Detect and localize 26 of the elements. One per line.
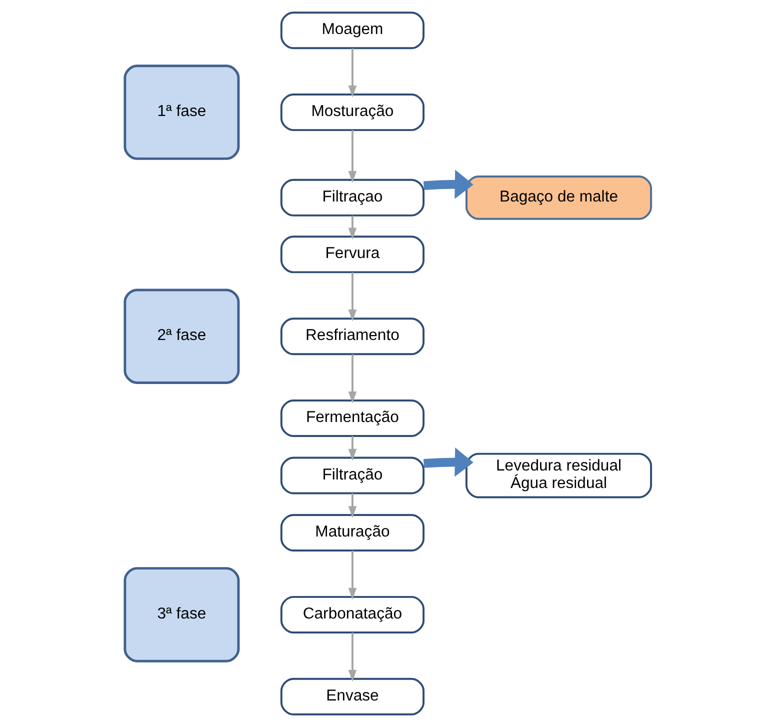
node-box: Filtraçao [280,178,425,216]
node-box: Maturação [280,514,425,552]
node-box: 3ª fase [124,567,240,662]
arrow [348,493,357,518]
node-box: Bagaço de malte [465,175,652,220]
arrow [348,550,357,600]
arrow [348,48,357,98]
node-box: Fervura [280,236,425,274]
node-box: 1ª fase [124,64,240,160]
arrow [348,216,357,240]
node-box: Resfriamento [280,318,425,356]
arrow [348,354,357,404]
arrow [348,272,357,322]
arrow [348,632,357,682]
node-box: Mosturação [280,94,425,132]
node-box: Carbonatação [280,596,425,634]
arrow [423,448,474,477]
node-box: Filtração [280,456,425,494]
arrow [423,170,474,199]
node-box: Levedura residual Água residual [465,452,652,498]
node-box: 2ª fase [124,288,240,384]
node-box: Envase [280,678,425,716]
node-box: Fermentação [280,400,425,438]
arrow [348,130,357,183]
arrow [348,436,357,461]
node-box: Moagem [280,12,425,50]
